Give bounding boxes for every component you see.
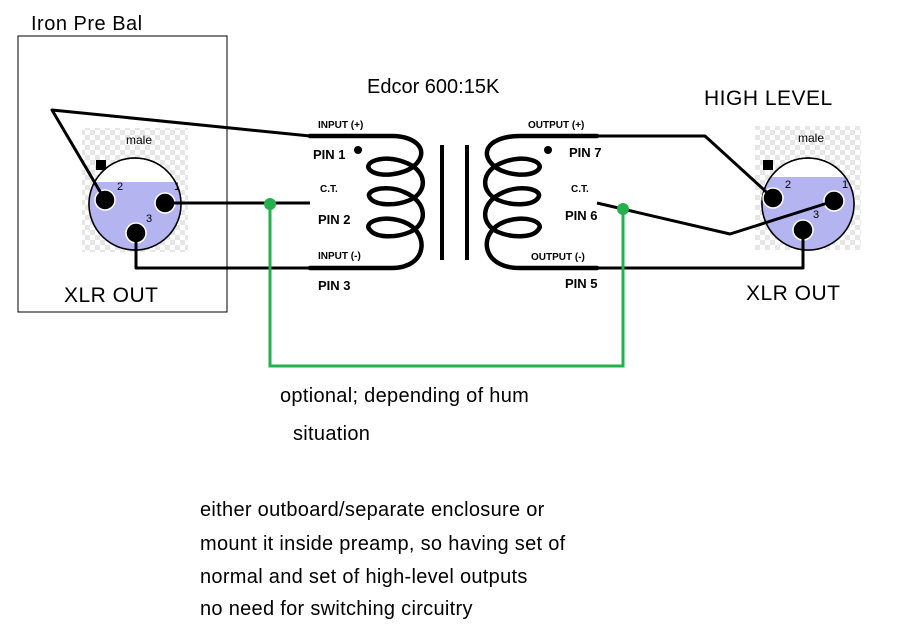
- secondary-winding: [482, 133, 600, 271]
- pin-5-label: PIN 5: [565, 276, 598, 291]
- ct-in-label: C.T.: [320, 184, 338, 195]
- optional-note-line-1: optional; depending of hum: [280, 385, 530, 407]
- pin-3-label: PIN 3: [318, 278, 351, 293]
- left-pin-number-3: 3: [146, 213, 153, 225]
- bottom-note-line-2: mount it inside preamp, so having set of: [200, 533, 566, 555]
- wire-output-minus: [597, 230, 805, 270]
- right-pin-number-1: 1: [842, 179, 849, 191]
- ground-junction-left: [264, 198, 276, 210]
- secondary-polarity-dot: [544, 146, 552, 154]
- wire-ct-out: [596, 199, 835, 236]
- left-connector-label: male: [126, 133, 153, 147]
- input-plus-label: INPUT (+): [318, 120, 364, 131]
- transformer-core: [440, 145, 469, 260]
- bottom-note-line-1: either outboard/separate enclosure or: [200, 499, 545, 521]
- right-pin-number-3: 3: [813, 209, 820, 221]
- wire-output-plus: [597, 134, 775, 200]
- primary-winding: [307, 133, 426, 271]
- wires: [50, 108, 835, 270]
- bottom-note-line-4: no need for switching circuitry: [200, 598, 473, 620]
- input-minus-label: INPUT (-): [318, 251, 361, 262]
- pin-2-label: PIN 2: [318, 212, 351, 227]
- pin-1-label: PIN 1: [313, 147, 346, 162]
- left-box-title: Iron Pre Bal: [31, 13, 143, 35]
- left-pin-number-2: 2: [117, 181, 124, 193]
- right-connector-label: male: [798, 131, 825, 145]
- optional-note-line-2: situation: [293, 423, 371, 445]
- high-level-title: HIGH LEVEL: [704, 87, 833, 110]
- output-plus-label: OUTPUT (+): [528, 120, 585, 131]
- bottom-note-line-3: normal and set of high-level outputs: [200, 566, 528, 588]
- left-xlr-out-label: XLR OUT: [64, 284, 159, 307]
- primary-polarity-dot: [354, 146, 362, 154]
- left-xlr-connector: [82, 128, 188, 252]
- optional-ground-wire: [268, 204, 625, 368]
- pin-6-label: PIN 6: [565, 208, 598, 223]
- output-minus-label: OUTPUT (-): [531, 252, 585, 263]
- ground-junction-right: [617, 203, 629, 215]
- pin-7-label: PIN 7: [569, 145, 602, 160]
- wire-input-minus: [134, 233, 310, 270]
- transformer-title: Edcor 600:15K: [367, 76, 500, 98]
- right-pin-number-2: 2: [785, 179, 792, 191]
- ct-out-label: C.T.: [571, 184, 589, 195]
- left-pin-number-1: 1: [174, 181, 181, 193]
- iron-pre-bal-box: [17, 35, 228, 313]
- wire-input-plus: [50, 108, 311, 201]
- right-xlr-out-label: XLR OUT: [746, 282, 841, 305]
